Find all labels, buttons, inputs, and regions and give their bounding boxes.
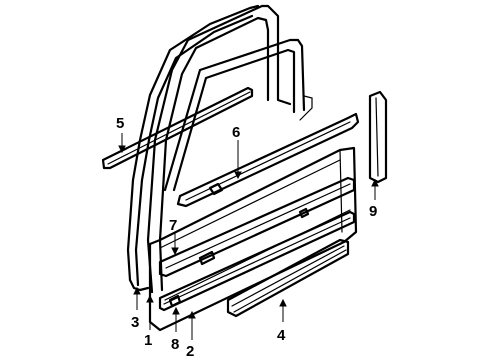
lower-trim-strip (158, 210, 356, 312)
leader-lines (118, 133, 379, 340)
rear-edge-moulding (368, 90, 388, 184)
rocker-moulding (226, 238, 350, 318)
callout-5: 5 (116, 115, 124, 132)
body-side-moulding (158, 176, 356, 278)
callout-7: 7 (169, 217, 177, 234)
belt-moulding (176, 112, 360, 208)
callout-3: 3 (131, 314, 139, 331)
callout-8: 8 (171, 336, 179, 353)
window-run-channel (101, 86, 254, 170)
callout-6: 6 (232, 124, 240, 141)
callout-2: 2 (186, 343, 194, 360)
callout-labels: 5 6 9 7 3 1 8 2 4 (116, 115, 377, 360)
callout-1: 1 (144, 332, 152, 349)
callout-9: 9 (369, 203, 377, 220)
callout-4: 4 (277, 327, 286, 344)
